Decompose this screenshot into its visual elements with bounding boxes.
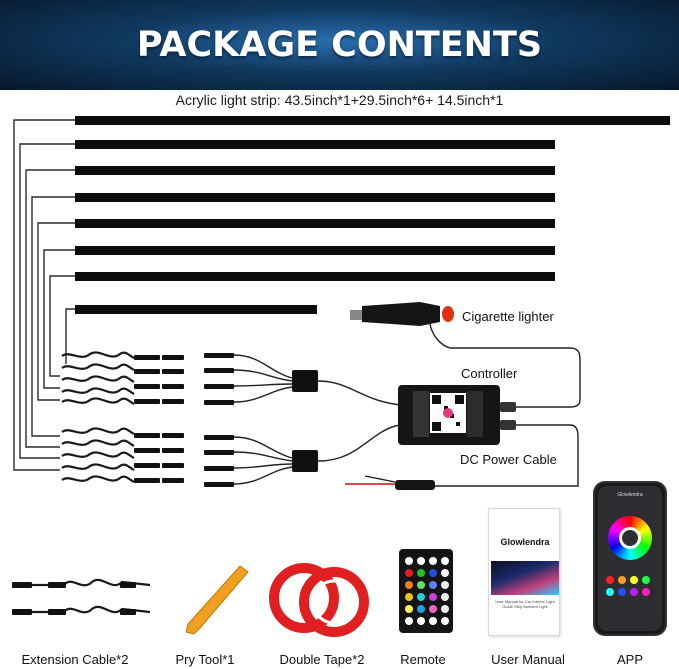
- extension-cables: [12, 578, 151, 615]
- controller-label: Controller: [461, 366, 518, 381]
- extension-cable-label: Extension Cable*2: [21, 652, 129, 667]
- light-strip: [75, 140, 555, 149]
- double-tape: [269, 563, 369, 637]
- remote-button: [417, 605, 425, 613]
- color-dot: [618, 576, 626, 584]
- strip-caption: Acrylic light strip: 43.5inch*1+29.5inch…: [175, 92, 504, 108]
- cigarette-lighter-label: Cigarette lighter: [462, 309, 554, 324]
- user-manual-booklet: Glowlendra User Manual for Car Interior …: [488, 508, 560, 636]
- color-dot: [606, 588, 614, 596]
- phone-app-name: Glowlendra: [617, 492, 643, 498]
- remote-button: [429, 593, 437, 601]
- remote-button: [417, 593, 425, 601]
- coiled-cables-upper: [61, 351, 135, 405]
- remote-button: [405, 605, 413, 613]
- light-strip-long: [75, 116, 670, 125]
- remote-button: [441, 581, 449, 589]
- manual-brand: Glowlendra: [500, 537, 550, 547]
- phone-screen: Glowlendra: [598, 486, 662, 631]
- remote-button: [441, 617, 449, 625]
- light-strip: [75, 193, 555, 202]
- remote-control: [399, 549, 453, 633]
- light-strips: [75, 116, 670, 314]
- color-dot: [642, 576, 650, 584]
- connectors-lower: [134, 433, 234, 487]
- splitter-hub-upper: [292, 370, 318, 392]
- page-title: PACKAGE CONTENTS: [136, 25, 543, 65]
- connectors-upper: [134, 353, 234, 405]
- light-strip: [75, 219, 555, 228]
- splitter-wires: [233, 354, 401, 485]
- remote-button: [429, 581, 437, 589]
- remote-button: [441, 605, 449, 613]
- color-dot: [618, 588, 626, 596]
- remote-button: [405, 581, 413, 589]
- light-strip-short: [75, 305, 317, 314]
- double-tape-label: Double Tape*2: [279, 652, 365, 667]
- remote-button: [405, 617, 413, 625]
- light-strip: [75, 272, 555, 281]
- inline-fuse: [345, 475, 435, 490]
- remote-button: [417, 581, 425, 589]
- remote-button: [429, 605, 437, 613]
- light-strip: [75, 166, 555, 175]
- color-dot: [630, 588, 638, 596]
- cigarette-lighter: [350, 302, 454, 326]
- remote-button: [429, 557, 437, 565]
- remote-button: [417, 617, 425, 625]
- remote-button: [405, 557, 413, 565]
- dc-power-cable-label: DC Power Cable: [460, 452, 557, 467]
- remote-button: [429, 569, 437, 577]
- pry-tool-label: Pry Tool*1: [175, 652, 235, 667]
- manual-subtitle: User Manual for Car Interior Light Guide…: [495, 599, 555, 609]
- controller: [398, 385, 516, 445]
- color-wheel-icon: [608, 516, 652, 560]
- color-dot: [642, 588, 650, 596]
- coiled-cables-lower: [61, 427, 135, 483]
- power-cables: [429, 323, 581, 487]
- remote-button: [417, 569, 425, 577]
- remote-button: [405, 593, 413, 601]
- color-dot: [606, 576, 614, 584]
- color-dot: [630, 576, 638, 584]
- splitter-hub-lower: [292, 450, 318, 472]
- strip-wires: [13, 119, 75, 471]
- remote-label: Remote: [400, 652, 446, 667]
- pry-tool: [185, 565, 249, 635]
- remote-button: [429, 617, 437, 625]
- header-banner: PACKAGE CONTENTS: [0, 0, 679, 90]
- color-wheel-center: [619, 527, 641, 549]
- light-strip: [75, 246, 555, 255]
- remote-button: [441, 593, 449, 601]
- remote-button: [405, 569, 413, 577]
- manual-cover-photo: [491, 561, 559, 595]
- app-label: APP: [616, 652, 643, 667]
- user-manual-label: User Manual: [491, 652, 565, 667]
- remote-button: [441, 557, 449, 565]
- remote-button: [417, 557, 425, 565]
- remote-button: [441, 569, 449, 577]
- phone-app: Glowlendra: [593, 481, 667, 636]
